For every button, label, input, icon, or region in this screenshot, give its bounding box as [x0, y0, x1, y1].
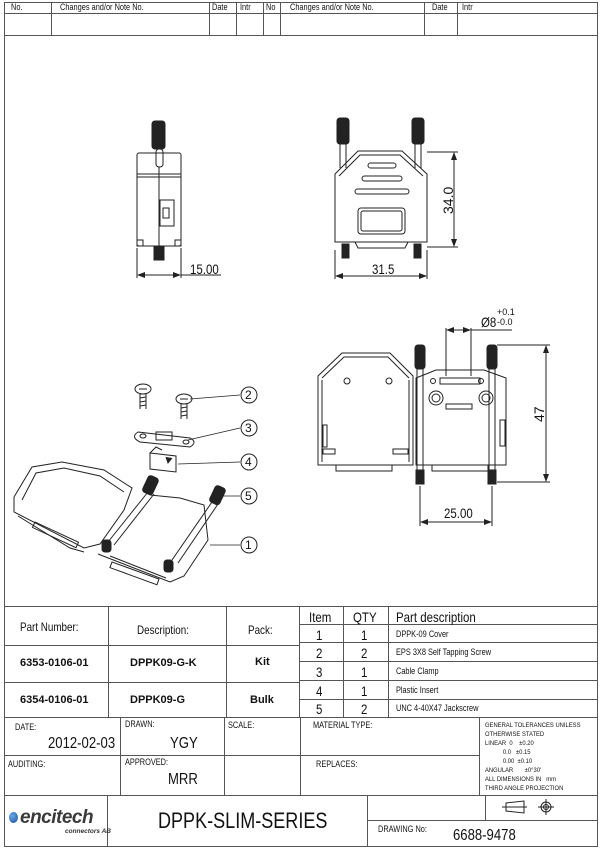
- approved-value: MRR: [168, 771, 198, 788]
- logo-subtitle: connectors AB: [65, 828, 111, 835]
- bom-desc: Plastic Insert: [396, 685, 439, 695]
- balloon-2: [240, 386, 258, 404]
- bom-qty: 2: [361, 701, 368, 717]
- bom-qty: 1: [361, 683, 368, 699]
- rev-header-no-2: No: [266, 2, 276, 12]
- series-title: DPPK-SLIM-SERIES: [158, 808, 328, 833]
- balloon-1: [240, 536, 258, 554]
- bom-qty: 1: [361, 664, 368, 680]
- rev-header-date-2: Date: [432, 2, 448, 12]
- bom-item: 5: [316, 701, 323, 717]
- bom-qty: 1: [361, 627, 368, 643]
- balloon-label-4: 4: [245, 455, 252, 469]
- rev-header-changes: Changes and/or Note No.: [60, 2, 144, 12]
- bom-desc: Cable Clamp: [396, 666, 439, 676]
- rev-header-no: No.: [11, 2, 23, 12]
- drawing-number-label: DRAWING No:: [378, 824, 427, 834]
- rev-header-intr: Intr: [240, 2, 251, 12]
- part-pack-2: Bulk: [250, 694, 274, 706]
- balloon-4: [240, 453, 258, 471]
- tolerance-line: 0.00 ±0.10: [485, 758, 533, 765]
- tolerance-line: ANGULAR ±0°30': [485, 767, 542, 774]
- balloon-label-2: 2: [245, 388, 252, 402]
- drawn-value: YGY: [170, 735, 198, 752]
- rev-header-date: Date: [212, 2, 228, 12]
- part-description-1: DPPK09-G-K: [130, 657, 197, 669]
- dim-hole-tol-lower: -0.0: [497, 317, 513, 327]
- tolerance-line: LINEAR 0 ±0.20: [485, 740, 534, 747]
- bom-header-description: Part description: [396, 609, 476, 625]
- drawn-label: DRAWN:: [125, 719, 155, 729]
- tolerance-line: THIRD ANGLE PROJECTION: [485, 785, 564, 792]
- bom-item: 3: [316, 664, 323, 680]
- scale-label: SCALE:: [228, 720, 255, 730]
- parts-header-part-number: Part Number:: [20, 620, 79, 634]
- bom-qty: 2: [361, 645, 368, 661]
- drawing-frame: [4, 2, 598, 847]
- parts-header-pack: Pack:: [248, 623, 273, 637]
- bom-header-item: Item: [309, 609, 332, 625]
- bom-item: 1: [316, 627, 323, 643]
- part-number-1: 6353-0106-01: [20, 657, 89, 669]
- tolerance-line: 0.0 ±0.15: [485, 749, 531, 756]
- balloon-label-5: 5: [245, 489, 252, 503]
- auditing-label: AUDITING:: [8, 759, 46, 769]
- part-pack-1: Kit: [255, 656, 270, 668]
- exploded-view: [13, 383, 258, 586]
- side-view: [136, 120, 221, 278]
- approved-label: APPROVED:: [125, 757, 169, 767]
- bom-desc: EPS 3X8 Self Tapping Screw: [396, 647, 492, 657]
- dim-front-height: 34.0: [440, 186, 456, 214]
- part-description-2: DPPK09-G: [130, 694, 186, 706]
- date-value: 2012-02-03: [48, 735, 116, 752]
- balloon-3: [240, 419, 258, 437]
- dim-front-width: 31.5: [372, 261, 395, 277]
- encitech-logo: encitech connectors AB: [7, 806, 111, 840]
- balloon-5: [240, 487, 258, 505]
- tolerance-line: OTHERWISE STATED: [485, 731, 545, 738]
- logo-globe-icon: [9, 812, 18, 823]
- rev-header-changes-2: Changes and/or Note No.: [290, 2, 374, 12]
- balloon-label-1: 1: [245, 538, 252, 552]
- dim-hole-tol-upper: +0.1: [497, 307, 515, 317]
- drawing-number-value: 6688-9478: [453, 827, 516, 844]
- general-tolerances: GENERAL TOLERANCES UNILESS OTHERWISE STA…: [485, 721, 597, 793]
- date-label: DATE:: [15, 722, 37, 732]
- part-number-2: 6354-0106-01: [20, 694, 89, 706]
- dim-assembled-height: 47: [531, 406, 547, 422]
- tolerance-line: GENERAL TOLERANCES UNILESS: [485, 722, 581, 729]
- bom-desc: DPPK-09 Cover: [396, 629, 449, 639]
- bom-item: 4: [316, 683, 323, 699]
- technical-drawing: [13, 117, 550, 586]
- dim-hole-diameter: Ø8: [481, 314, 497, 330]
- assembled-view: [317, 327, 550, 526]
- bom-desc: UNC 4-40X47 Jackscrew: [396, 703, 479, 713]
- tolerance-line: ALL DIMENSIONS IN mm: [485, 776, 556, 783]
- dim-side-width: 15.00: [190, 261, 219, 277]
- material-type-label: MATERIAL TYPE:: [313, 720, 373, 730]
- bom-header-qty: QTY: [353, 609, 377, 625]
- rev-header-intr-2: Intr: [462, 2, 473, 12]
- front-view: [334, 117, 458, 279]
- bom-item: 2: [316, 645, 323, 661]
- balloon-label-3: 3: [245, 421, 252, 435]
- replaces-label: REPLACES:: [316, 759, 358, 769]
- logo-wordmark: encitech: [20, 807, 94, 828]
- parts-header-description: Description:: [137, 623, 189, 637]
- dim-pitch: 25.00: [444, 505, 473, 521]
